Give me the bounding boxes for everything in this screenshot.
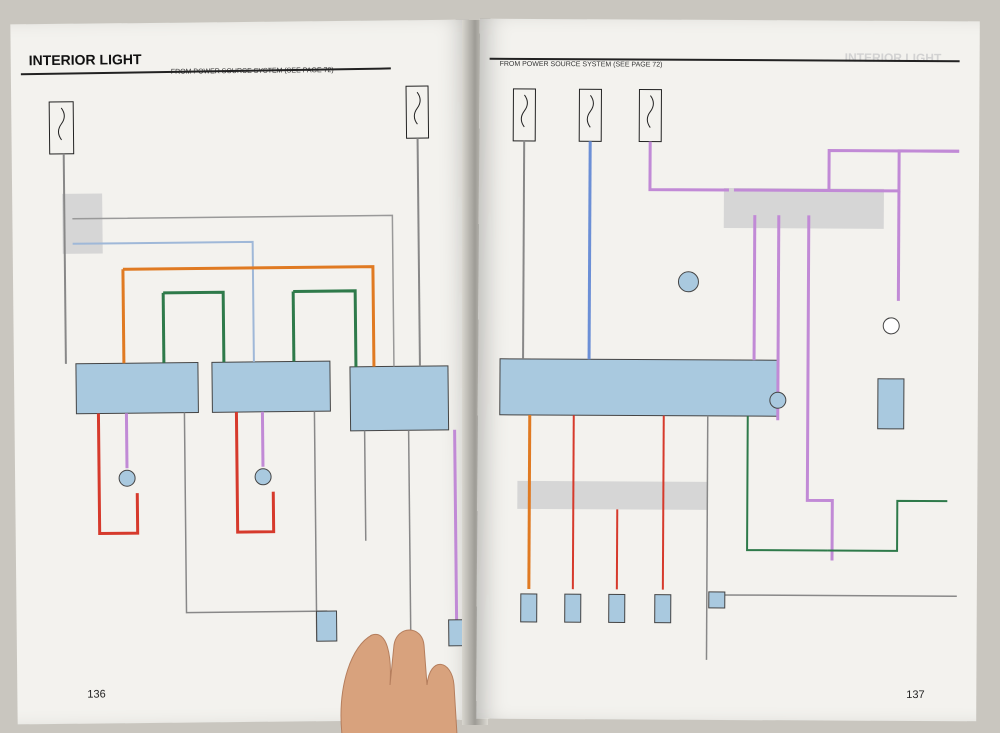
- ecu-box: [349, 365, 450, 432]
- right-wiring-diagram: [489, 57, 960, 660]
- ecu-box: [211, 360, 331, 413]
- hand-photo: [340, 629, 458, 733]
- left-wiring-diagram: [20, 67, 466, 647]
- right-page: INTERIOR LIGHT FROM POWER SOURCE SYSTEM …: [476, 18, 980, 722]
- body-ecu-box: [499, 358, 779, 417]
- ecu-box: [75, 361, 199, 415]
- left-page: INTERIOR LIGHT FROM POWER SOURCE SYSTEM …: [10, 19, 476, 725]
